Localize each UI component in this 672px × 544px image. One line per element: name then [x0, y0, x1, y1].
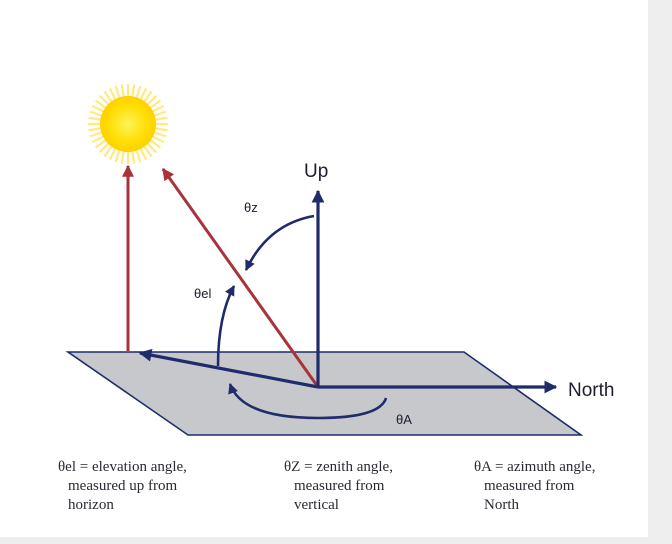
legend-elevation-line2: measured up from — [68, 478, 178, 494]
sun-ray — [130, 84, 136, 99]
sun-ray — [103, 90, 114, 104]
elevation-angle-arc — [216, 285, 236, 367]
sun-ray — [88, 126, 103, 132]
legend-azimuth-line1: = azimuth angle, — [491, 459, 596, 475]
zenith-angle-label: θz — [244, 200, 258, 215]
diagram-canvas: Up North θz θel θA — [65, 84, 614, 436]
sun-ray — [120, 84, 126, 99]
north-label: North — [568, 380, 614, 401]
sun-ray — [150, 104, 165, 114]
legend-azimuth: θA = azimuth angle, measured from North — [474, 458, 595, 515]
legend-zenith-line3: vertical — [294, 497, 339, 513]
sun-ray — [91, 104, 106, 114]
sun-ray — [91, 134, 106, 144]
sun-ray — [152, 130, 167, 138]
legend-elevation-symbol: θel — [58, 459, 77, 475]
sun-ray — [145, 94, 158, 107]
sun-ray — [94, 99, 108, 110]
sun-ray — [138, 87, 148, 102]
up-label: Up — [304, 161, 328, 182]
sun-ray — [148, 138, 162, 149]
sun-ray — [120, 149, 126, 164]
sun-ray — [108, 146, 118, 161]
legend-zenith: θZ = zenith angle, measured from vertica… — [284, 458, 393, 515]
sun-ray — [98, 141, 111, 154]
horizon-projection-arrow — [138, 348, 319, 389]
sun-ray — [142, 144, 153, 158]
sun-ray — [134, 85, 142, 100]
sun-ray — [150, 134, 165, 144]
sun-ray — [148, 99, 162, 110]
sun-icon — [88, 84, 168, 164]
sun-ray — [94, 138, 108, 149]
legend-azimuth-line3: North — [484, 497, 519, 513]
sun-ray — [98, 94, 111, 107]
right-margin-strip — [648, 0, 672, 544]
legend-azimuth-line2: measured from — [484, 478, 575, 494]
sun-ray — [153, 126, 168, 132]
legend-elevation-line1: = elevation angle, — [76, 459, 187, 475]
legend-zenith-symbol: θZ — [284, 459, 301, 475]
sun-ray — [114, 85, 122, 100]
bottom-margin-strip — [0, 537, 672, 544]
sun-ray — [89, 130, 104, 138]
azimuth-angle-label: θA — [396, 412, 412, 427]
sun-ray — [130, 149, 136, 164]
azimuth-angle-arc — [228, 383, 388, 420]
sun-direction-arrow — [161, 168, 320, 388]
legend-elevation: θel = elevation angle, measured up from … — [58, 458, 187, 515]
legend-zenith-line1: = zenith angle, — [300, 459, 393, 475]
sun-ray — [138, 146, 148, 161]
sun-ray — [152, 110, 167, 118]
sun-ray — [153, 116, 168, 122]
sun-ray — [103, 144, 114, 158]
sun-ray — [88, 116, 103, 122]
sun-ray — [134, 148, 142, 163]
sun-ray — [89, 110, 104, 118]
sun-ray — [145, 141, 158, 154]
zenith-angle-arc — [244, 214, 315, 271]
sun-ray — [142, 90, 153, 104]
sun-ray — [114, 148, 122, 163]
legend-elevation-line3: horizon — [68, 497, 114, 513]
legend-zenith-line2: measured from — [294, 478, 385, 494]
sun-disc — [100, 96, 156, 152]
legend-azimuth-symbol: θA — [474, 459, 492, 475]
ground-plane — [65, 351, 584, 436]
sun-ray — [108, 87, 118, 102]
elevation-angle-label: θel — [194, 286, 211, 301]
